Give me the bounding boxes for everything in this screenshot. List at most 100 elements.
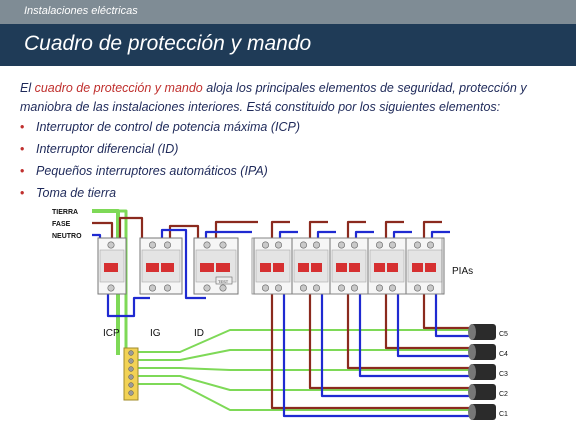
circuit-label: C3 [499,371,508,378]
id-breaker-panel [195,249,237,283]
conduit-end-icon [468,364,476,380]
pia-breaker-panel [407,249,443,283]
id-breaker: TEST [193,237,239,295]
lever-icon [336,263,347,272]
lever-icon [298,263,309,272]
fase-circuit-wire [270,292,474,410]
terminal-screw-icon [426,241,434,249]
tierra-circuit-wire [136,383,474,411]
neutro-circuit-wire [282,292,474,418]
fase-bus-wire [214,220,258,240]
terminal-screw-icon [149,241,157,249]
pia-breaker-body [291,237,331,295]
tierra-trunk-wire [92,209,120,355]
circuit-label: C2 [499,391,508,398]
terminal-screw-icon [388,284,396,292]
device-label-icp: ICP [103,328,120,339]
test-button-label: TEST [218,279,229,284]
terminal-screw-icon [350,241,358,249]
bullet-text: Interruptor diferencial (ID) [36,142,179,156]
fase-pia-feed [346,220,366,240]
neutro-bus-wire [204,230,252,240]
lever-icon [374,263,385,272]
pia-breaker [291,237,331,295]
terminal-screw-icon [107,284,115,292]
earth-bar [123,347,139,401]
terminal-screw-icon [312,241,320,249]
bullet-list: • Interruptor de control de potencia máxi… [20,118,300,206]
neutro-bridge-wire [160,228,206,300]
conduit-end-icon [468,384,476,400]
neutro-circuit-wire [320,292,474,398]
bullet-dot-icon: • [20,186,25,200]
device-label-id: ID [194,328,204,339]
terminal-screw-icon [299,284,307,292]
pia-panel-outline [251,237,443,295]
terminal-screw-icon [375,284,383,292]
bullet-text: Interruptor de control de potencia máxim… [36,120,301,134]
ig-breaker-body [139,237,183,295]
tierra-circuit-wire [136,329,474,353]
pia-breaker-body [329,237,369,295]
bullet-text: Pequeños interruptores automáticos (IPA) [36,164,268,178]
terminal-screw-icon [149,284,157,292]
terminal-screw-icon [203,284,211,292]
terminal-screw-icon [203,241,211,249]
conduit-icon [470,404,496,420]
diagram-labels: TIERRA FASE NEUTRO ICP IG ID PIAs [52,209,473,339]
bullet-text: Toma de tierra [36,186,117,200]
icp-breaker-body [97,237,127,295]
conduit-end-icon [468,404,476,420]
pia-breaker-panel [293,249,329,283]
earth-bar-screw-icon [128,358,134,364]
earth-bar-screw-icon [128,366,134,372]
neutro-feed-wire [92,233,102,240]
lever-icon [425,263,436,272]
lever-icon [273,263,284,272]
pia-breaker-panel [255,249,291,283]
bullet-dot-icon: • [20,164,25,178]
conduit-icon [470,384,496,400]
test-button [215,276,233,285]
pia-breaker [329,237,369,295]
intro-highlight: cuadro de protección y mando [34,81,203,95]
neutro-pia-feed [316,230,336,240]
terminal-screw-icon [261,284,269,292]
terminal-screw-icon [261,241,269,249]
bullet-item: •Interruptor de control de potencia máxi… [20,118,300,140]
terminal-screw-icon [219,284,227,292]
intro-post: aloja los principales elementos de segur… [20,81,527,114]
tierra-circuit-wire [136,375,474,391]
icp-breaker [97,237,127,295]
circuit-label: C4 [499,351,508,358]
pia-breaker [367,237,407,295]
earth-bar-screw-icon [128,374,134,380]
neutro-pia-feed [278,230,298,240]
lever-icon [216,263,230,272]
id-breaker-body [193,237,239,295]
fase-bridge-wire [168,224,200,240]
terminal-screw-icon [426,284,434,292]
slide-title: Cuadro de protección y mando [24,32,312,55]
neutro-circuit-wire [434,292,474,338]
ig-breaker-panel [141,249,181,283]
fase-feed-wire [92,221,114,240]
fase-pia-feed [384,220,404,240]
terminal-screw-icon [337,241,345,249]
lever-icon [161,263,174,272]
terminal-screw-icon [219,241,227,249]
pia-breaker-panel [369,249,405,283]
line-label-fase: FASE [52,221,71,228]
device-label-ig: IG [150,328,161,339]
pia-breaker-body [253,237,293,295]
lever-icon [146,263,159,272]
tierra-trunk-wire [92,209,128,355]
tierra-circuit-wire [136,367,474,371]
bullet-item: • Pequeños interruptores automáticos (IPA… [20,162,300,184]
title-bar: Cuadro de protección y mando [0,24,576,66]
fase-circuit-wire [384,292,474,350]
earth-bar-screw-icon [128,390,134,396]
line-label-neutro: NEUTRO [52,233,82,240]
earth-bar-screw-icon [128,350,134,356]
